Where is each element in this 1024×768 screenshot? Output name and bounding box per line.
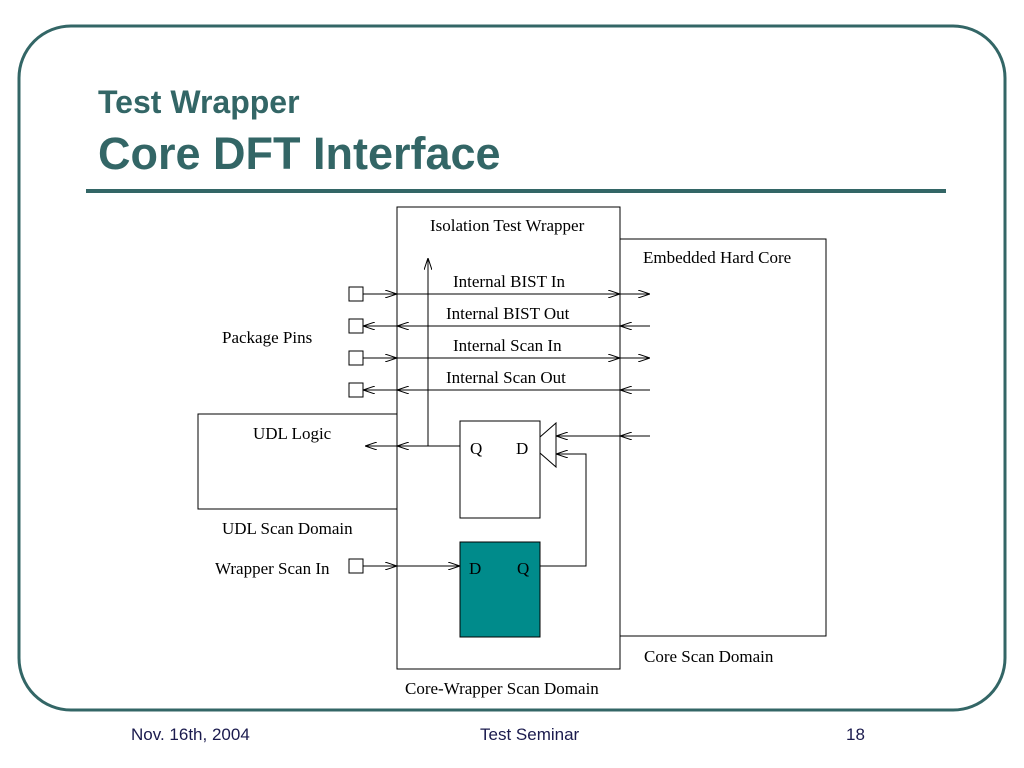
package-pin-bist-out xyxy=(348,318,364,334)
slide-subtitle: Core DFT Interface xyxy=(98,128,501,179)
multiplexer xyxy=(539,421,557,469)
footer-date: Nov. 16th, 2004 xyxy=(131,725,250,744)
package-pin-bist-in xyxy=(348,286,364,302)
package-pin-wrapper-scan-in xyxy=(348,558,364,574)
upper-ff-d-label: D xyxy=(516,439,528,458)
embedded-core-label: Embedded Hard Core xyxy=(643,248,791,267)
udl-scan-domain-label: UDL Scan Domain xyxy=(222,519,353,538)
footer-page-number: 18 xyxy=(846,725,865,744)
scan-chain-feedback-line xyxy=(540,454,587,567)
isolation-wrapper-label: Isolation Test Wrapper xyxy=(430,216,585,235)
udl-logic-box xyxy=(197,413,399,510)
package-pin-scan-out xyxy=(348,382,364,398)
wrapper-scan-in-label: Wrapper Scan In xyxy=(215,559,330,578)
package-pin-scan-in xyxy=(348,350,364,366)
footer-title: Test Seminar xyxy=(480,725,580,744)
core-scan-domain-label: Core Scan Domain xyxy=(644,647,774,666)
lower-ff-d-label: D xyxy=(469,559,481,578)
scan-in-label: Internal Scan In xyxy=(453,336,562,355)
lower-ff-q-label: Q xyxy=(517,559,529,578)
upper-ff-q-label: Q xyxy=(470,439,482,458)
upper-flip-flop xyxy=(459,420,541,519)
lower-flip-flop xyxy=(459,541,541,638)
bist-out-label: Internal BIST Out xyxy=(446,304,570,323)
slide-title: Test Wrapper xyxy=(98,84,300,120)
udl-logic-label: UDL Logic xyxy=(253,424,332,443)
slide-border xyxy=(17,24,1007,712)
package-pins-label: Package Pins xyxy=(222,328,312,347)
scan-out-label: Internal Scan Out xyxy=(446,368,566,387)
core-wrapper-scan-domain-label: Core-Wrapper Scan Domain xyxy=(405,679,599,698)
bist-in-label: Internal BIST In xyxy=(453,272,566,291)
embedded-hard-core-box xyxy=(619,238,827,637)
